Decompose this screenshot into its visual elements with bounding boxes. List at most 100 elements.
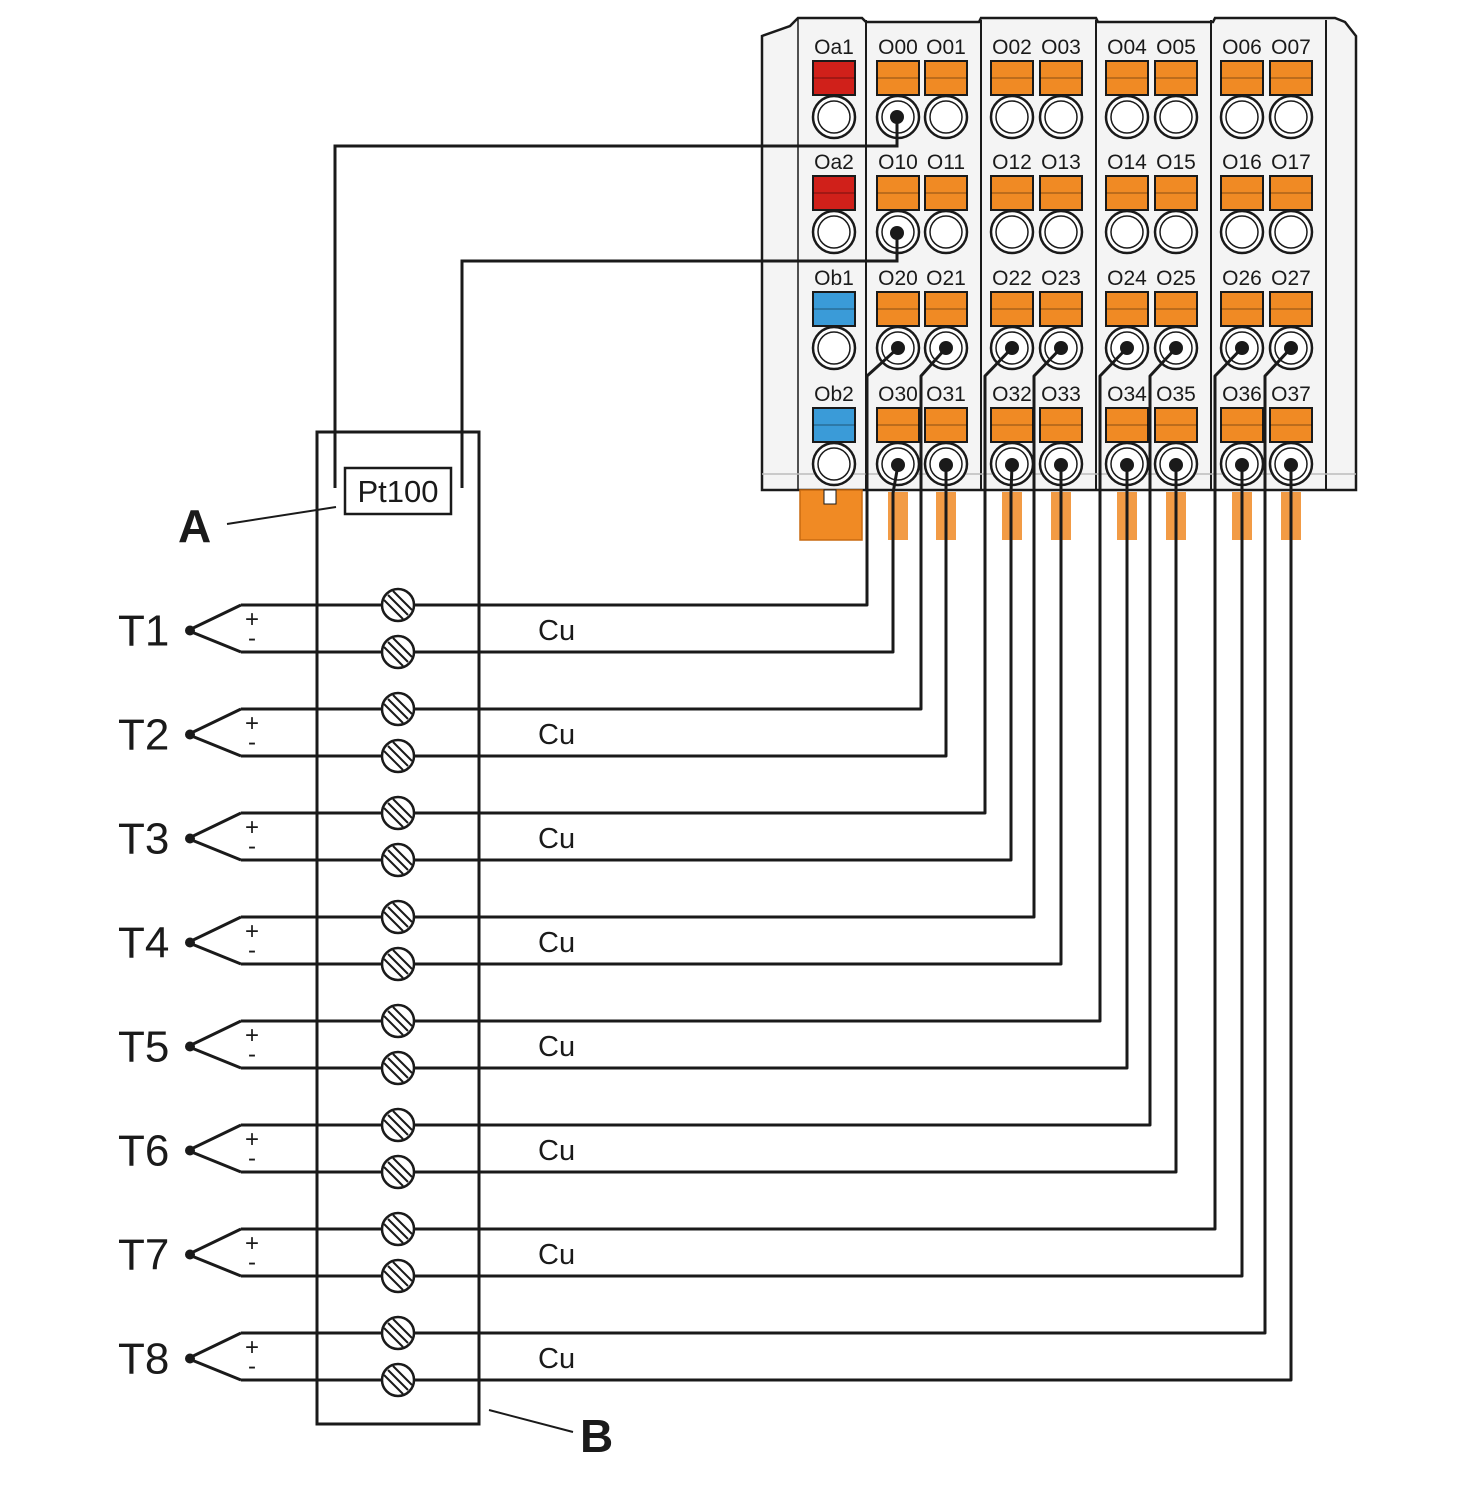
sensor-t6: T6+-Cu bbox=[118, 1107, 575, 1190]
sensor-plus-sign: + bbox=[245, 1126, 259, 1153]
screw-slot bbox=[383, 750, 404, 771]
terminal-channel-1-7-label: O17 bbox=[1271, 151, 1311, 174]
sensor-label: T8 bbox=[118, 1335, 169, 1384]
cu-wire-label: Cu bbox=[538, 1239, 575, 1271]
sensor-minus-sign: - bbox=[248, 625, 256, 652]
terminal-channel-2-5-label: O25 bbox=[1156, 267, 1196, 290]
wire-end-dot bbox=[1054, 458, 1068, 472]
pt100-wire-2 bbox=[460, 233, 899, 488]
cu-wire-label: Cu bbox=[538, 1135, 575, 1167]
terminal-channel-1-0-label: O10 bbox=[878, 151, 918, 174]
thermocouple-wire bbox=[241, 464, 900, 654]
pt100-label: Pt100 bbox=[357, 474, 438, 509]
sensor-minus-sign: - bbox=[248, 833, 256, 860]
thermocouple-tip bbox=[185, 1249, 195, 1260]
terminal-channel-3-6-label: O36 bbox=[1222, 383, 1262, 406]
terminal-channel-1-3-clamp-inner bbox=[1044, 215, 1078, 249]
terminal-channel-1-4-clamp-inner bbox=[1110, 215, 1144, 249]
terminal-channel-3-1-label: O31 bbox=[926, 383, 966, 406]
terminal-channel-3-0-label: O30 bbox=[878, 383, 918, 406]
terminal-channel-0-6-clamp-inner bbox=[1225, 100, 1259, 134]
thermocouple-junction-icon bbox=[187, 707, 242, 758]
terminal-channel-2-7-clamp-inner bbox=[1274, 331, 1308, 365]
screw-slot bbox=[383, 1119, 404, 1140]
terminal-channel-0-6-spring-clamp bbox=[1219, 94, 1265, 140]
screw-slot bbox=[383, 1062, 404, 1083]
screw-slot bbox=[392, 1261, 413, 1282]
sensor-t8: T8+-Cu bbox=[118, 1315, 575, 1398]
terminal-channel-3-4-label: O34 bbox=[1107, 383, 1147, 406]
terminal-channel-3-3-label: O33 bbox=[1041, 383, 1081, 406]
screw-slot bbox=[383, 599, 404, 620]
wire-end-dot bbox=[939, 458, 953, 472]
terminal-channel-0-4-label: O04 bbox=[1107, 36, 1147, 59]
sensor-label: T5 bbox=[118, 1023, 169, 1072]
terminal-common-0-spring-clamp bbox=[811, 94, 857, 140]
callout-labels: Pt100 A B bbox=[178, 466, 613, 1462]
terminal-channel-0-4-push-button bbox=[1105, 60, 1149, 96]
sensor-plus-sign: + bbox=[245, 1334, 259, 1361]
terminal-channel-0-4-spring-clamp bbox=[1104, 94, 1150, 140]
screw-slot bbox=[383, 646, 404, 667]
terminal-channel-2-7-push-button bbox=[1269, 291, 1313, 327]
terminal-channel-2-6-label: O26 bbox=[1222, 267, 1262, 290]
cu-wire-label: Cu bbox=[538, 1031, 575, 1063]
wire-end-dot bbox=[1235, 458, 1249, 472]
wire-end-dot bbox=[1284, 458, 1298, 472]
screw-slot bbox=[383, 958, 404, 979]
thermocouple-junction-icon bbox=[187, 915, 242, 966]
terminal-channel-0-3-clamp-inner bbox=[1044, 100, 1078, 134]
screw-slot bbox=[383, 1015, 404, 1036]
sensor-t5: T5+-Cu bbox=[118, 1003, 575, 1086]
terminal-channel-1-3-label: O13 bbox=[1041, 151, 1081, 174]
cu-wire-label: Cu bbox=[538, 823, 575, 855]
thermocouple-wire bbox=[241, 346, 1063, 919]
terminal-channel-3-6-push-button bbox=[1220, 407, 1264, 443]
thermocouple-junction-icon bbox=[187, 1019, 242, 1070]
terminal-channel-0-0-label: O00 bbox=[878, 36, 918, 59]
terminal-common-2-clamp-inner bbox=[817, 331, 851, 365]
sensor-minus-sign: - bbox=[248, 1145, 256, 1172]
screw-slot bbox=[383, 911, 404, 932]
screw-slot bbox=[383, 807, 404, 828]
bottom-connector-segment bbox=[888, 492, 908, 540]
terminal-common-1-push-button bbox=[812, 175, 856, 211]
pt100-sensor-box bbox=[343, 466, 453, 516]
sensor-plus-sign: + bbox=[245, 918, 259, 945]
wire-end-dot bbox=[1005, 458, 1019, 472]
screw-slot bbox=[387, 1322, 409, 1344]
terminal-channel-2-3-label: O23 bbox=[1041, 267, 1081, 290]
wire-end-dot bbox=[891, 341, 905, 355]
sensor-t1: T1+-Cu bbox=[118, 587, 575, 670]
screw-slot bbox=[392, 1318, 413, 1339]
screw-slot bbox=[392, 845, 413, 866]
terminal-channel-0-6-push-button bbox=[1220, 60, 1264, 96]
pt100-wire-1-end bbox=[890, 110, 904, 124]
terminal-channel-0-1-label: O01 bbox=[926, 36, 966, 59]
thermocouple-tip bbox=[185, 625, 195, 636]
terminal-channel-2-1-label: O21 bbox=[926, 267, 966, 290]
terminal-channel-2-2-push-button bbox=[990, 291, 1034, 327]
terminal-channel-2-6-clamp-inner bbox=[1225, 331, 1259, 365]
thermocouple-tip bbox=[185, 1145, 195, 1156]
terminal-common-0-push-button bbox=[812, 60, 856, 96]
terminal-common-1-spring-clamp bbox=[811, 209, 857, 255]
terminal-channel-3-2-label: O32 bbox=[992, 383, 1032, 406]
thermocouple-terminal-box bbox=[315, 430, 481, 1426]
screw-slot bbox=[392, 902, 413, 923]
terminal-channel-1-4-label: O14 bbox=[1107, 151, 1147, 174]
terminal-channel-1-7-spring-clamp bbox=[1268, 209, 1314, 255]
screw-slot bbox=[387, 1010, 409, 1032]
terminal-channel-1-2-label: O12 bbox=[992, 151, 1032, 174]
sensor-label: T4 bbox=[118, 919, 169, 968]
thermocouple-wire bbox=[241, 346, 1178, 1127]
wire-end-dot bbox=[1235, 341, 1249, 355]
sensor-minus-sign: - bbox=[248, 1353, 256, 1380]
cu-wire-label: Cu bbox=[538, 927, 575, 959]
thermocouple-tip bbox=[185, 1353, 195, 1364]
screw-slot bbox=[383, 854, 404, 875]
thermocouple-wire bbox=[241, 465, 1178, 1174]
terminal-channel-0-2-clamp-inner bbox=[995, 100, 1029, 134]
screw-slot bbox=[383, 1223, 404, 1244]
screw-slot bbox=[387, 1057, 409, 1079]
